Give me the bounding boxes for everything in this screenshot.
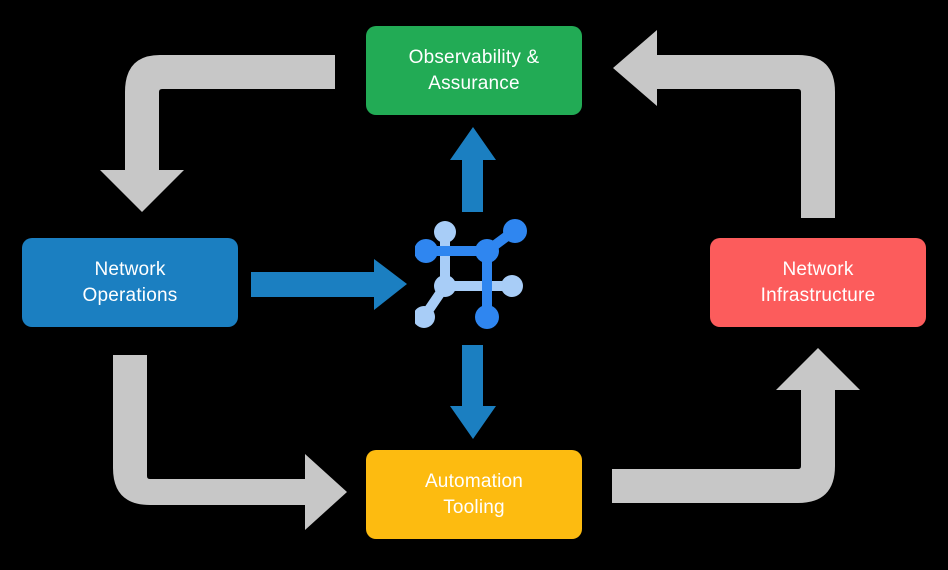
hub-node-bottom-strong: [475, 305, 499, 329]
hub-node-right-light: [501, 275, 523, 297]
node-observability-assurance[interactable]: Observability & Assurance: [366, 26, 582, 115]
arrow-operations-to-hub: [251, 259, 407, 310]
arrow-observability-to-operations: [100, 55, 335, 212]
node-network-operations[interactable]: Network Operations: [22, 238, 238, 327]
arrow-infrastructure-to-observability: [613, 30, 835, 218]
network-topology-icon: [415, 219, 527, 329]
hub-node-top-right-strong: [503, 219, 527, 243]
arrow-hub-to-automation: [450, 345, 496, 439]
arrow-automation-to-infrastructure: [612, 348, 860, 503]
hub-node-bottom-left-light: [415, 306, 435, 328]
hub-node-center-light: [434, 275, 456, 297]
node-network-infrastructure[interactable]: Network Infrastructure: [710, 238, 926, 327]
hub-node-left-strong: [415, 239, 438, 263]
arrow-operations-to-automation: [113, 355, 347, 530]
node-automation-tooling[interactable]: Automation Tooling: [366, 450, 582, 539]
arrow-hub-to-observability: [450, 127, 496, 212]
hub-node-top-left-light: [434, 221, 456, 243]
hub-node-junction-strong: [475, 239, 499, 263]
